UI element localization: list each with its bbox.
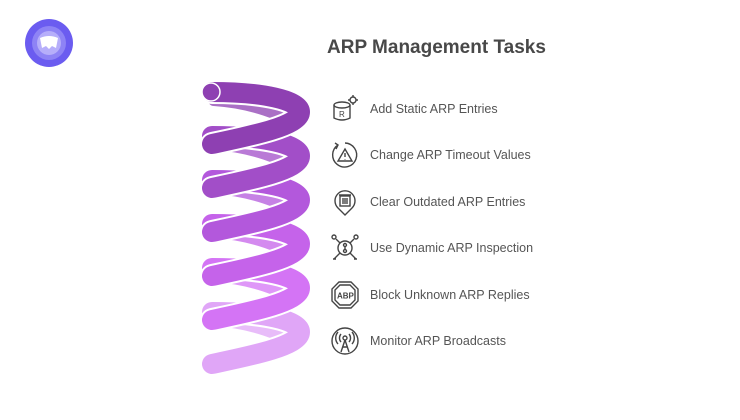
task-item: R Add Static ARP Entries: [330, 94, 498, 124]
spring-coil: [202, 82, 311, 154]
task-label: Monitor ARP Broadcasts: [370, 334, 506, 348]
broadcast-tower-icon: [331, 327, 359, 355]
brand-logo-icon: [25, 19, 73, 67]
task-item: Change ARP Timeout Values: [330, 140, 531, 170]
svg-text:R: R: [339, 110, 345, 119]
spring-end-cap: [201, 82, 221, 102]
task-label: Use Dynamic ARP Inspection: [370, 241, 534, 255]
task-label: Add Static ARP Entries: [370, 102, 498, 116]
svg-text:ABP: ABP: [337, 292, 355, 301]
task-item: ABP Block Unknown ARP Replies: [330, 280, 530, 310]
task-label: Block Unknown ARP Replies: [370, 288, 530, 302]
page-title: ARP Management Tasks: [327, 37, 546, 58]
task-label: Clear Outdated ARP Entries: [370, 195, 526, 209]
warning-refresh-icon: [331, 142, 358, 168]
task-item: Monitor ARP Broadcasts: [330, 326, 506, 356]
network-inspection-icon: [331, 234, 359, 260]
task-item: Clear Outdated ARP Entries: [330, 187, 525, 217]
task-label: Change ARP Timeout Values: [370, 148, 531, 162]
abp-stop-sign-icon: ABP: [331, 281, 359, 309]
task-item: Use Dynamic ARP Inspection: [330, 233, 533, 263]
database-gear-icon: R: [333, 95, 358, 121]
trash-pin-icon: [334, 190, 356, 216]
